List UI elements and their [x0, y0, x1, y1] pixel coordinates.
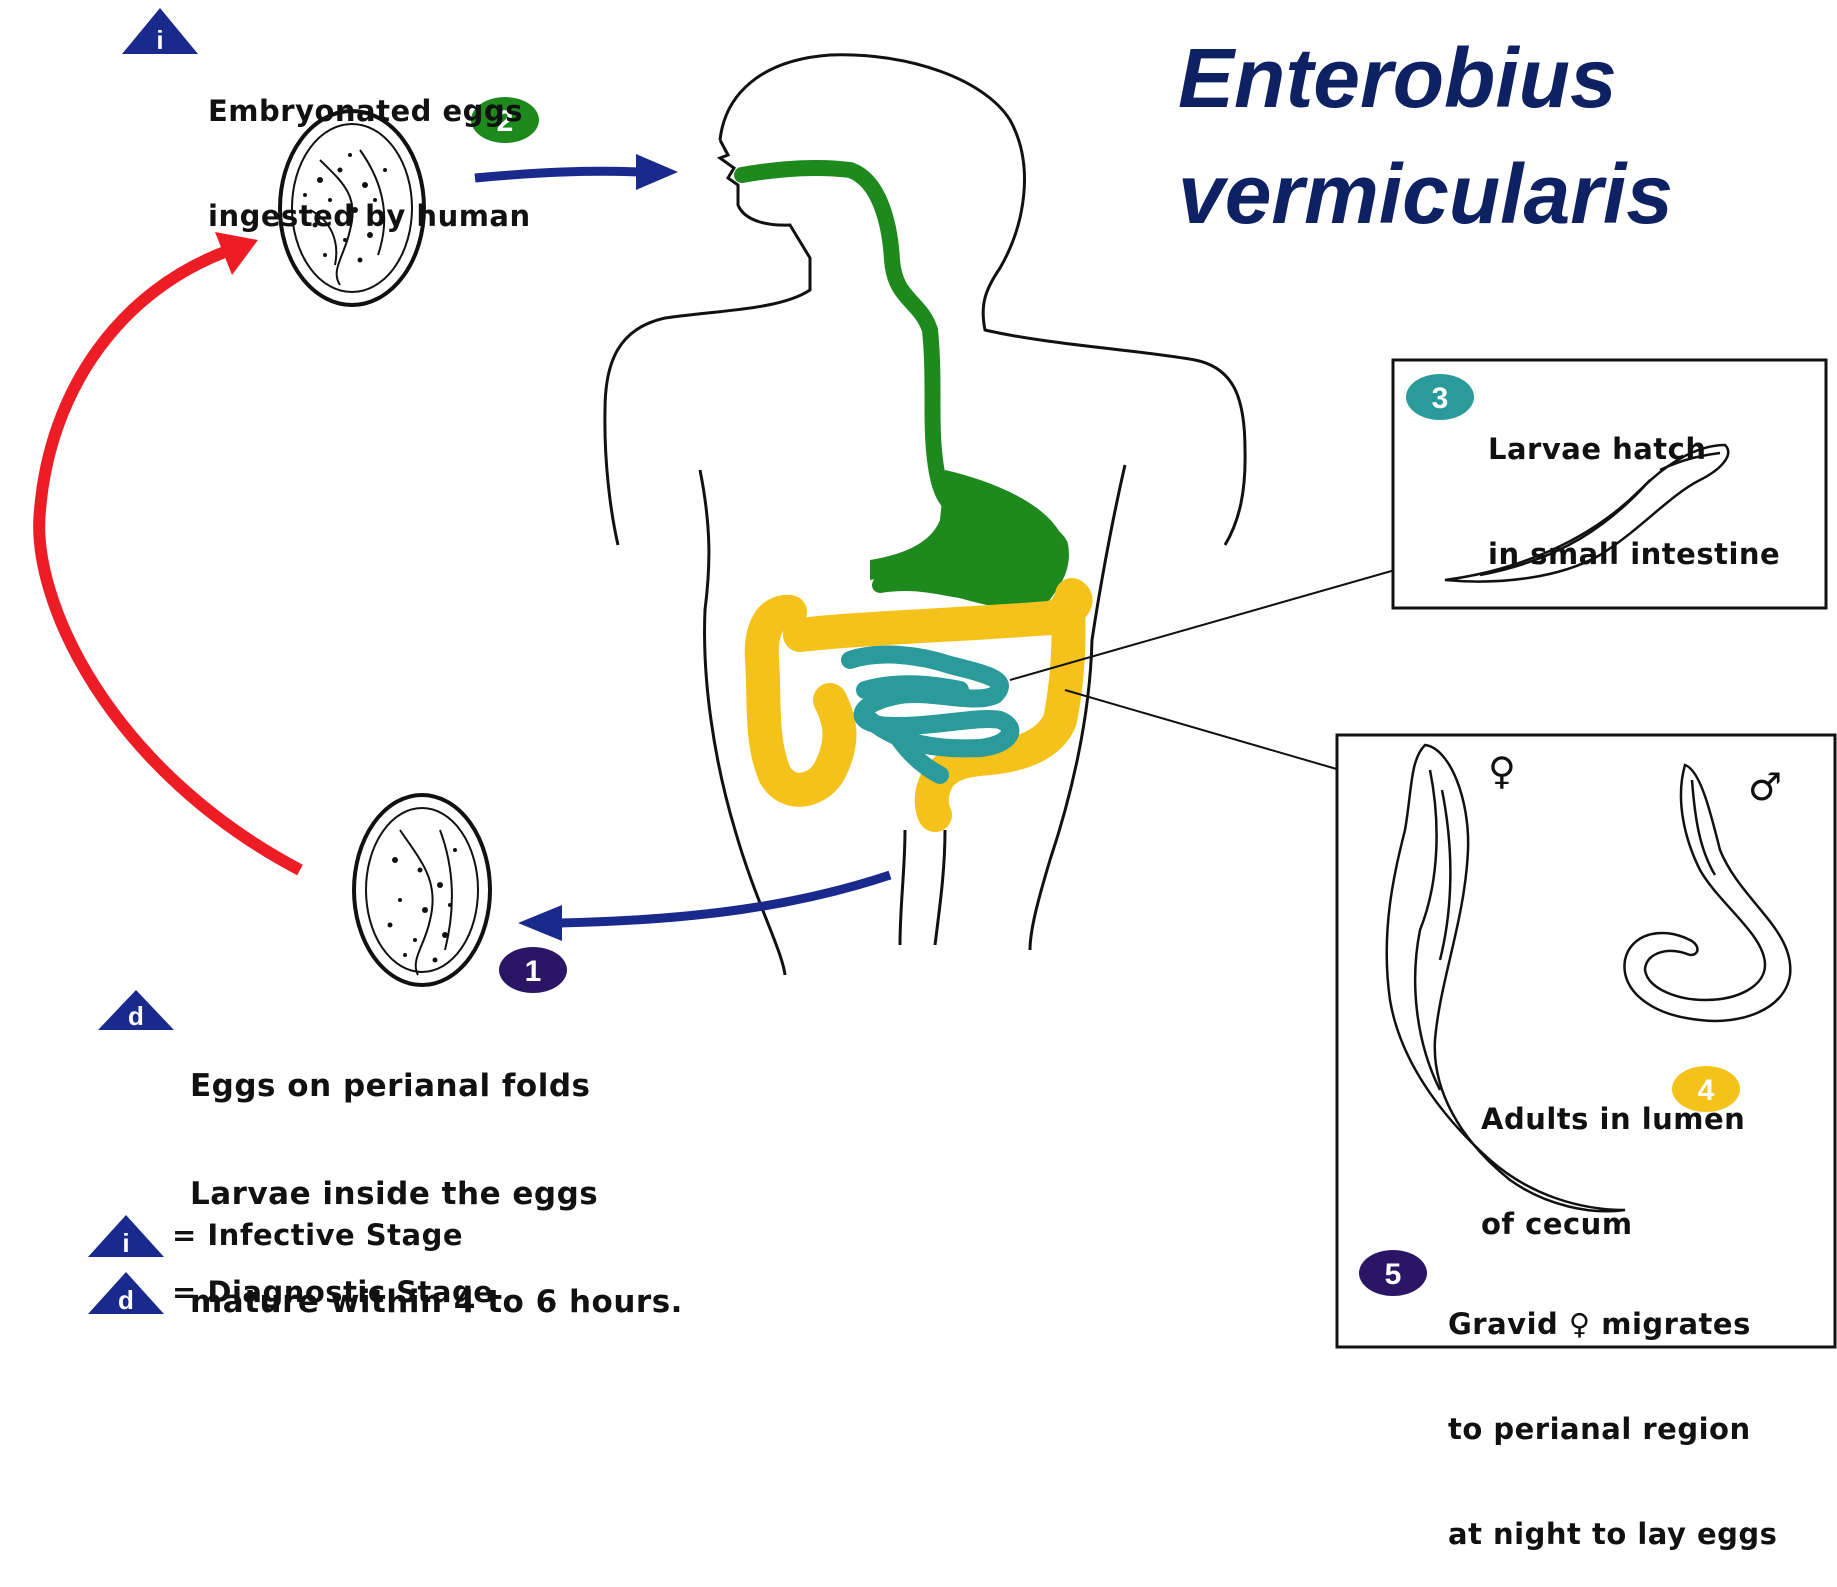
svg-text:i: i — [122, 1228, 129, 1258]
legend-infective-label: = Infective Stage — [172, 1218, 463, 1253]
svg-text:d: d — [118, 1285, 134, 1315]
legend-diagnostic-marker: d — [88, 1272, 164, 1315]
upper-gi-tract — [742, 168, 1066, 602]
step2-label: Embryonated eggs ingested by human — [208, 24, 531, 269]
step4-leader-line — [1065, 690, 1340, 770]
step3-line-1: Larvae hatch — [1488, 432, 1780, 467]
infective-stage-marker: i — [122, 8, 198, 55]
svg-text:i: i — [156, 25, 163, 55]
svg-text:5: 5 — [1385, 1258, 1402, 1291]
red-cycle-arrow — [39, 232, 300, 870]
svg-text:3: 3 — [1432, 382, 1449, 415]
step5-line-1a: Gravid — [1448, 1307, 1558, 1341]
step5-line-1b: migrates — [1601, 1307, 1751, 1341]
step2-line-1: Embryonated eggs — [208, 94, 531, 129]
step5-line-2: to perianal region — [1448, 1412, 1777, 1447]
svg-text:1: 1 — [525, 955, 542, 988]
step1-badge: 1 — [499, 947, 567, 993]
step3-label: Larvae hatch in small intestine — [1488, 362, 1780, 607]
title-line-2: vermicularis — [1178, 146, 1673, 243]
step5-line-3: at night to lay eggs — [1448, 1517, 1777, 1552]
human-body-outline — [605, 55, 1245, 975]
step1-line-1: Eggs on perianal folds — [190, 1068, 683, 1104]
step5-label: Gravid ♀ migrates to perianal region at … — [1448, 1237, 1777, 1587]
perianal-egg-illustration — [354, 795, 490, 985]
step3-badge: 3 — [1406, 374, 1474, 420]
diagnostic-stage-marker: d — [98, 990, 174, 1031]
step5-female-symbol: ♀ — [1569, 1307, 1591, 1341]
title-line-1: Enterobius — [1178, 30, 1617, 127]
step3-line-2: in small intestine — [1488, 537, 1780, 572]
male-symbol: ♂ — [1748, 765, 1782, 809]
step1-line-2: Larvae inside the eggs — [190, 1176, 683, 1212]
legend-infective-marker: i — [88, 1215, 164, 1258]
svg-text:d: d — [128, 1001, 144, 1031]
perianal-arrow — [518, 875, 890, 941]
step4-line-1: Adults in lumen — [1481, 1102, 1745, 1137]
step2-line-2: ingested by human — [208, 199, 531, 234]
step5-badge: 5 — [1359, 1250, 1427, 1296]
female-symbol: ♀ — [1488, 749, 1516, 793]
step5-line-1: Gravid ♀ migrates — [1448, 1307, 1777, 1342]
legend-diagnostic-label: = Diagnostic Stage — [172, 1275, 493, 1310]
large-intestine — [762, 595, 1076, 815]
